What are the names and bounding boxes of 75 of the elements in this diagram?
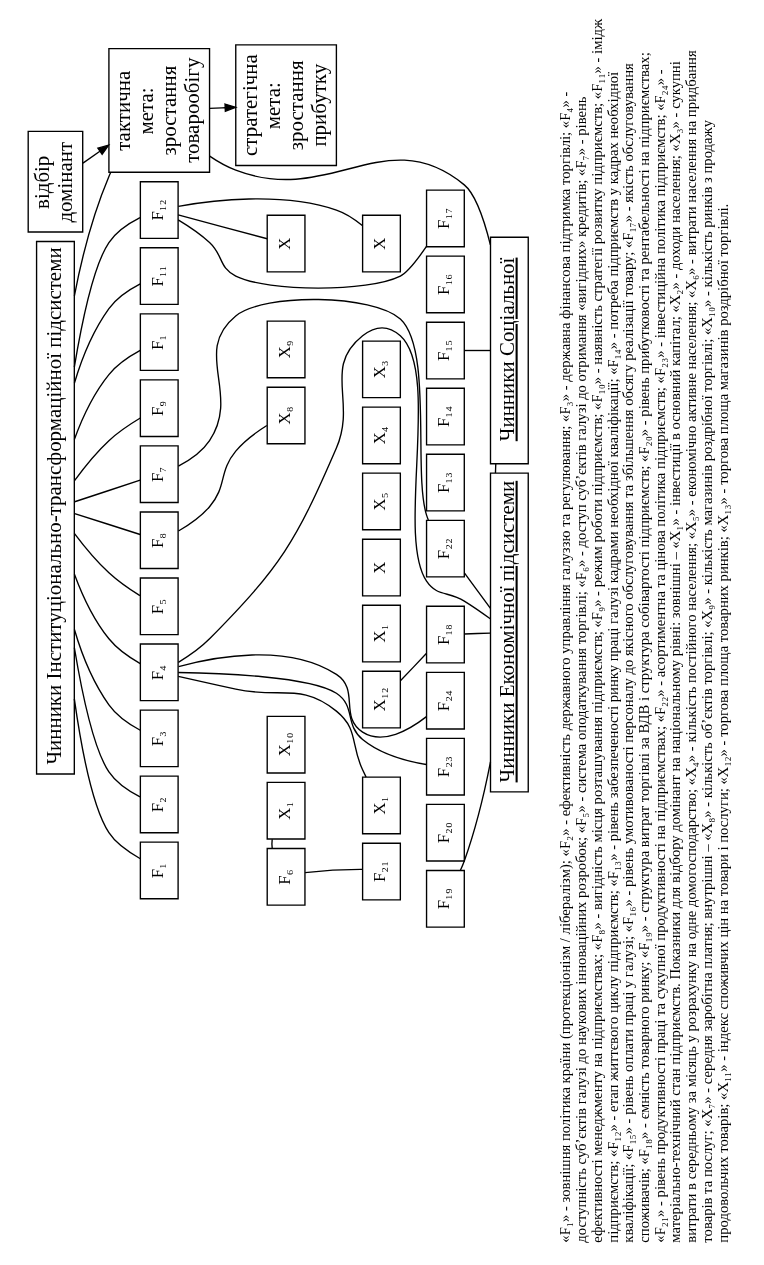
- node-box: відбір домінант: [27, 130, 84, 233]
- node-box: F₂₁: [361, 842, 402, 901]
- node-box: F₁₂: [139, 181, 179, 239]
- connector: [177, 654, 428, 738]
- connector: [177, 198, 363, 227]
- connector: [73, 573, 141, 665]
- node-box: F₂₃: [425, 737, 465, 796]
- connector: [177, 298, 429, 521]
- arrow: [82, 144, 111, 164]
- node-box: X₁₀: [266, 715, 306, 774]
- connector: [177, 327, 491, 664]
- connector: [463, 349, 491, 352]
- connector: [74, 479, 141, 503]
- connector: [73, 349, 141, 441]
- connector: [73, 532, 141, 597]
- connector: [73, 417, 141, 482]
- node-box: F₆: [266, 847, 306, 906]
- node-box: тактична мета: зростання товарообігу: [108, 47, 211, 173]
- label: «F₁» - зовнішня політика країни (протекціонізм / лібералізм); «F₂» - ефективність державного управління галуззю та регулювання; «F₃» - державна фінансова підтримка торгівлі; «F₄» - доступність суб’єктів галузі до наукових інноваційних розробок; «F₅» - система оподаткування торгівлі; «F₆» - доступ суб’єктів галузі до отримання «вигідних» кредитів; «F₇» - рівень ефективності менеджменту на підприємствах; «F₈» - вигідність місця розташування підприємств; «F₉» - режим роботи підприємств; «F₁₀» - наявність стратегії розвитку підприємств; «F₁₁» - імідж підприємств; «F₁₂» - етап життєвого циклу підприємств; «F₁₃» - рівень забезпеченості ринку праці галузі кадрами необхідної кваліфікації; «F₁₄» - потреба підприємств у кадрах необхідної кваліфікації; «F₁₅» - рівень оплати праці у галузі; «F₁₆» - рівень умотивованості персоналу до якісного обслуговування та збільшення обсягу реалізації товару; «F₁₇» - якість обслуговування споживачів; «F₁₈» - ємність товарного ринку; «F₁₉» - структура витрат торгівлі за ВДВ і структура собівартості підприємств; «F₂₀» - рівень прибутковості та рентабельності на підприємствах; «F₂₁» - рівень продуктивності праці та сукупної продуктивності на підприємствах; «F₂₂» - асортиментна та цінова політика підприємств; «F₂₃» - інвестиційна політика підприємств; «F₂₄» - матеріально-технічний стан підприємств. Показники для відбору домінант на національному рівні: зовнішні – «X₁» - інвестиції в основний капітал; «X₂» - доходи населення; «X₃» - сукупні витрати в середньому за місяць у розрахунку на одне домогосподарство; «X₄» - кількість постійного населення; «X₅» - економічно активне населення; «X₆» - витрати населення на придбання товарів та послуг; «X₇» - середня заробітна платня; внутрішні – «X₈» - кількість об’єктів торгівлі; «X₉» - кількість магазинів роздрібної торгівлі; «X₁₀» - кількість ринків з продажу продовольчих товарів; «X₁₁» - індекс споживчих цін на товари і послуги; «X₁₂» - торгова площа товарних ринків; «X₁₃» - торгова площа магазинів роздрібної торгівлі.: [557, 18, 731, 1243]
- node-box: F₁₅: [425, 321, 465, 380]
- connector: [73, 171, 112, 297]
- connector: [73, 216, 141, 368]
- node-box: F₄: [139, 643, 179, 702]
- node-box: X: [266, 214, 306, 273]
- node-box: F₂₀: [425, 803, 465, 862]
- node-box: X₃: [361, 340, 402, 399]
- node-box: Чинники Соціальної: [489, 236, 529, 465]
- node-box: X₈: [266, 386, 306, 445]
- connector: [271, 838, 273, 850]
- node-box: X: [361, 214, 402, 273]
- node-box: F₂: [139, 775, 179, 834]
- node-box: F₂₂: [425, 519, 465, 578]
- node-box: F₁: [139, 841, 179, 900]
- node-box: F₉: [139, 379, 179, 438]
- node-box: F₃: [139, 709, 179, 768]
- connector: [177, 219, 428, 289]
- connector: [73, 698, 142, 860]
- node-box: F₁₄: [425, 387, 465, 446]
- arrow: [208, 103, 238, 113]
- node-box: F₈: [139, 511, 179, 570]
- node-box: стратегічна мета: зростання прибутку: [235, 44, 338, 167]
- node-box: X₅: [361, 472, 402, 531]
- node-box: Чинники Інституціонально-трансформаційної підсистеми: [35, 240, 75, 775]
- node-box: F₁₆: [425, 255, 465, 314]
- connector: [399, 652, 427, 682]
- connector: [177, 424, 268, 532]
- node-box: F₁: [139, 313, 179, 372]
- connector: [74, 512, 141, 536]
- node-box: F₇: [139, 445, 179, 504]
- node-box: F₁₁: [139, 247, 179, 306]
- node-box: F₂₄: [425, 671, 465, 730]
- node-box: F₁₃: [425, 453, 465, 512]
- connector: [463, 572, 492, 609]
- connector: [463, 632, 491, 635]
- connector: [73, 647, 141, 798]
- node-box: X₁: [361, 776, 402, 835]
- connector: [177, 675, 367, 778]
- node-box: F₁₉: [425, 869, 465, 928]
- node-box: F₁₇: [425, 189, 465, 248]
- node-box: X₄: [361, 406, 402, 465]
- connector: [177, 214, 268, 240]
- node-box: X: [361, 538, 402, 597]
- node-box: X₁: [266, 781, 306, 840]
- node-box: X₉: [266, 320, 306, 379]
- node-box: X₁₂: [361, 670, 402, 729]
- node-box: F₁₈: [425, 605, 465, 664]
- node-box: Чинники Економічної підсистеми: [489, 472, 529, 793]
- connector: [73, 628, 141, 731]
- connector: [73, 283, 141, 384]
- connector: [304, 868, 364, 874]
- connector: [459, 761, 492, 871]
- connector: [177, 671, 427, 766]
- node-box: X₁: [361, 604, 402, 663]
- connector: [209, 155, 492, 246]
- node-box: F₅: [139, 577, 179, 636]
